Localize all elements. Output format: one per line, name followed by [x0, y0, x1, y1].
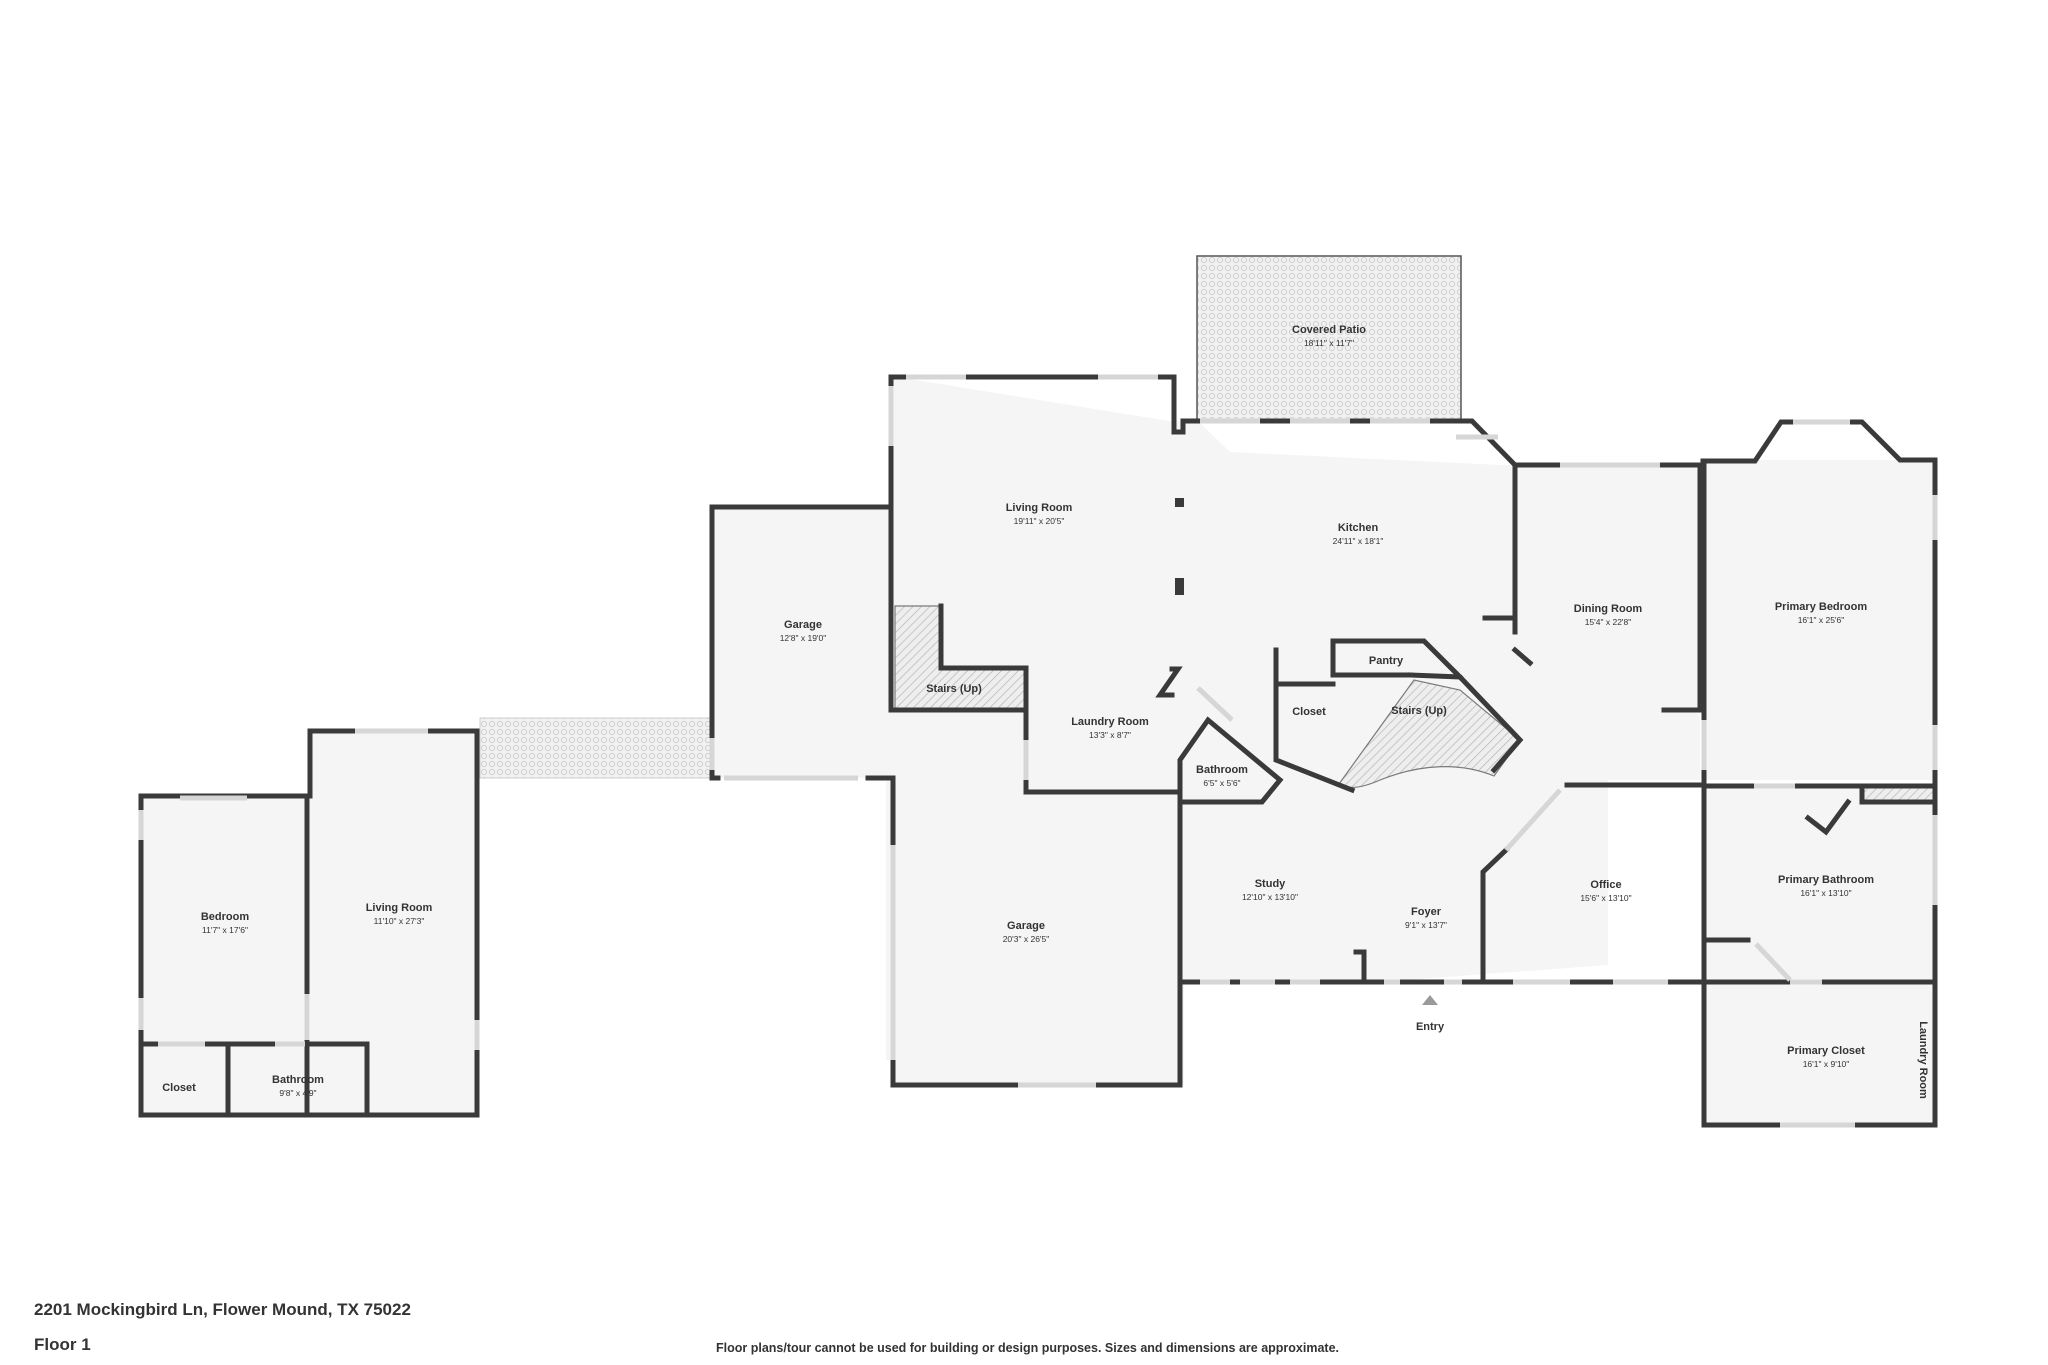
room-bathroom-guest-dim: 9'8" x 4'9" — [279, 1088, 316, 1098]
room-primary-bathroom-name: Primary Bathroom — [1778, 874, 1874, 886]
room-labels: Covered Patio 18'11" x 11'7" Living Room… — [162, 324, 1929, 1099]
room-kitchen-name: Kitchen — [1338, 522, 1379, 534]
room-living-room-main-dim: 19'11" x 20'5" — [1014, 516, 1065, 526]
floor-fills — [141, 255, 1935, 1126]
room-stairs-left-name: Stairs (Up) — [926, 683, 982, 695]
room-garage-lower-name: Garage — [1007, 920, 1045, 932]
room-closet-center-name: Closet — [1292, 706, 1326, 718]
covered-patio-area — [1196, 255, 1462, 422]
room-covered-patio-name: Covered Patio — [1292, 324, 1366, 336]
room-kitchen-dim: 24'11" x 18'1" — [1333, 536, 1384, 546]
room-laundry-room-dim: 13'3" x 8'7" — [1089, 730, 1131, 740]
entry-arrow-icon — [1422, 995, 1438, 1005]
room-primary-closet-dim: 16'1" x 9'10" — [1803, 1059, 1850, 1069]
room-pantry-name: Pantry — [1369, 655, 1404, 667]
stairs-center-area — [1338, 679, 1521, 789]
room-foyer-dim: 9'1" x 13'7" — [1405, 920, 1447, 930]
breezeway — [479, 717, 713, 779]
room-laundry-room-name: Laundry Room — [1071, 716, 1149, 728]
room-primary-bathroom-dim: 16'1" x 13'10" — [1800, 888, 1851, 898]
room-living-room-guest-dim: 11'10" x 27'3" — [374, 916, 425, 926]
room-bathroom-center-dim: 6'5" x 5'6" — [1203, 778, 1240, 788]
room-garage-upper-name: Garage — [784, 619, 822, 631]
disclaimer-text: Floor plans/tour cannot be used for buil… — [716, 1341, 1340, 1355]
room-foyer-name: Foyer — [1411, 906, 1442, 918]
room-office-name: Office — [1590, 879, 1621, 891]
room-closet-guest-name: Closet — [162, 1082, 196, 1094]
room-primary-bedroom-dim: 16'1" x 25'6" — [1798, 615, 1845, 625]
room-bathroom-guest-name: Bathroom — [272, 1074, 324, 1086]
room-office-dim: 15'6" x 13'10" — [1580, 893, 1631, 903]
room-stairs-center-name: Stairs (Up) — [1391, 705, 1447, 717]
room-garage-lower-dim: 20'3" x 26'5" — [1003, 934, 1050, 944]
room-primary-closet-name: Primary Closet — [1787, 1045, 1865, 1057]
room-bathroom-center-name: Bathroom — [1196, 764, 1248, 776]
room-dining-room-dim: 15'4" x 22'8" — [1585, 617, 1632, 627]
floor-label: Floor 1 — [34, 1335, 91, 1354]
room-primary-bedroom-name: Primary Bedroom — [1775, 601, 1868, 613]
room-living-room-guest-name: Living Room — [366, 902, 433, 914]
room-garage-upper-dim: 12'8" x 19'0" — [780, 633, 827, 643]
room-covered-patio-dim: 18'11" x 11'7" — [1304, 338, 1354, 348]
windows — [138, 374, 1938, 1128]
room-laundry-room-side-name: Laundry Room — [1917, 1021, 1929, 1099]
room-study-dim: 12'10" x 13'10" — [1242, 892, 1298, 902]
room-bedroom-name: Bedroom — [201, 911, 250, 923]
room-bedroom-dim: 11'7" x 17'6" — [202, 925, 248, 935]
room-study-name: Study — [1255, 878, 1286, 890]
entry-label: Entry — [1416, 1021, 1445, 1033]
room-dining-room-name: Dining Room — [1574, 603, 1643, 615]
property-address: 2201 Mockingbird Ln, Flower Mound, TX 75… — [34, 1300, 411, 1319]
room-living-room-main-name: Living Room — [1006, 502, 1073, 514]
